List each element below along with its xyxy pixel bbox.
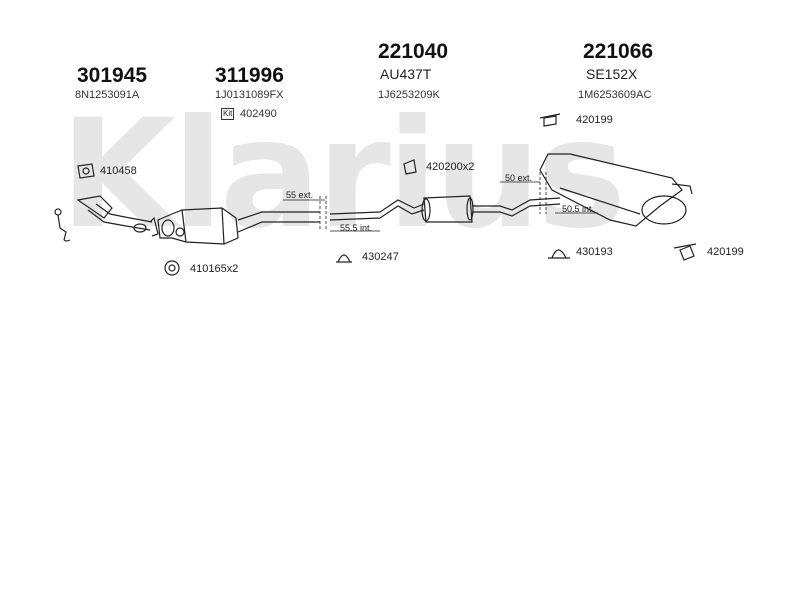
- kit-badge: Kit: [221, 108, 235, 120]
- part-ref-rear-silencer: 1M6253609AC: [578, 89, 652, 101]
- fitting-label-gasket-catalyst: 410165x2: [190, 263, 239, 275]
- kit-number: 402490: [240, 108, 277, 120]
- catalyst-drawing: [157, 207, 320, 245]
- fitting-label-rubber-mount: 420200x2: [426, 161, 475, 173]
- fitting-label-hanger-rear: 420199: [707, 246, 744, 258]
- front-pipe-drawing: [54, 195, 159, 242]
- fitting-label-clamp-rear: 430193: [576, 246, 613, 258]
- rubber-mount-icon: [403, 159, 417, 175]
- hanger-rear-icon: [673, 243, 697, 261]
- part-number-middle-silencer: 221040: [378, 40, 449, 63]
- clamp-middle-icon: [336, 254, 352, 263]
- part-code-middle-silencer: AU437T: [380, 66, 432, 82]
- hanger-top-icon: [539, 113, 561, 127]
- clamp-rear-icon: [548, 249, 570, 259]
- rear-silencer-drawing: [539, 153, 693, 227]
- fitting-label-gasket-front: 410458: [100, 165, 137, 177]
- part-number-front-pipe: 301945: [77, 64, 148, 87]
- part-number-catalyst: 311996: [215, 64, 284, 87]
- middle-pipe-drawing: [329, 195, 561, 223]
- brand-watermark: Klarius: [60, 88, 626, 262]
- part-ref-front-pipe: 8N1253091A: [75, 89, 140, 101]
- gasket-front-icon: [77, 163, 95, 179]
- part-ref-middle-silencer: 1J6253209K: [378, 89, 440, 101]
- part-ref-catalyst: 1J0131089FX: [215, 89, 284, 101]
- measure-label-55-ext: 55 ext.: [286, 190, 314, 200]
- measurement-lines: [283, 172, 598, 232]
- measure-label-55-5-int: 55.5 int.: [340, 223, 373, 233]
- fitting-label-hanger-top: 420199: [576, 114, 613, 126]
- measure-label-50-ext: 50 ext.: [505, 173, 533, 183]
- part-number-rear-silencer: 221066: [583, 40, 654, 63]
- part-code-rear-silencer: SE152X: [586, 66, 638, 82]
- gasket-catalyst-icon: [164, 260, 180, 276]
- fitting-label-clamp-middle: 430247: [362, 251, 399, 263]
- measure-label-50-5-int: 50.5 int.: [562, 204, 595, 214]
